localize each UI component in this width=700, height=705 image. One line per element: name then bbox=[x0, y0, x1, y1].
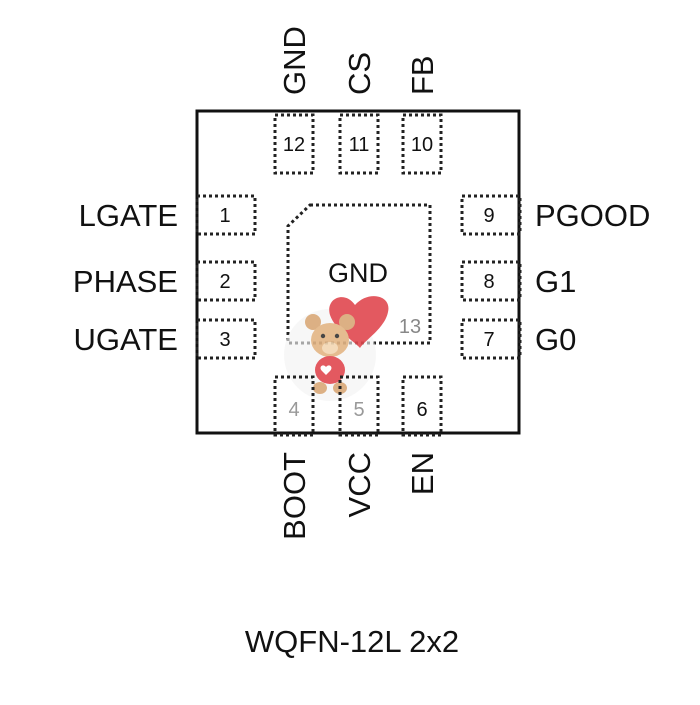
pin-number-10: 10 bbox=[411, 134, 433, 156]
pin-label-fb-top: FB bbox=[405, 55, 440, 95]
pin-label-gnd-top: GND bbox=[277, 26, 312, 95]
pin-number-9: 9 bbox=[483, 205, 494, 227]
pin-label-vcc-bottom: VCC bbox=[342, 452, 377, 517]
exposed-pad bbox=[286, 203, 432, 345]
pin-number-12: 12 bbox=[283, 134, 305, 156]
pin-number-6: 6 bbox=[416, 399, 427, 421]
heart-icon bbox=[329, 296, 389, 348]
pin-number-3: 3 bbox=[219, 329, 230, 351]
pin-pad-5 bbox=[338, 375, 380, 437]
exposed-pad-label: GND bbox=[328, 258, 388, 288]
pin-label-lgate: LGATE bbox=[79, 198, 178, 233]
pin-number-11: 11 bbox=[349, 134, 370, 156]
pin-label-en-bottom: EN bbox=[405, 452, 440, 495]
pins-layer: 1 LGATE 2 PHASE 3 UGATE 9 PGOOD 8 G1 7 G0 10 FB 11 CS 12… bbox=[73, 26, 651, 540]
pin-number-5: 5 bbox=[353, 399, 364, 421]
pin-label-g1: G1 bbox=[535, 264, 576, 299]
package-name: WQFN-12L 2x2 bbox=[245, 624, 459, 659]
pin-number-2: 2 bbox=[219, 271, 230, 293]
pin-label-boot-bottom: BOOT bbox=[277, 452, 312, 540]
pin-number-1: 1 bbox=[219, 205, 230, 227]
pin-label-g0: G0 bbox=[535, 322, 576, 357]
pin-pad-4 bbox=[273, 375, 315, 437]
exposed-pad-number: 13 bbox=[399, 316, 421, 338]
pin-number-4: 4 bbox=[288, 399, 299, 421]
pin-pad-12 bbox=[273, 113, 315, 175]
pin-label-pgood: PGOOD bbox=[535, 198, 650, 233]
pin-pad-11 bbox=[338, 113, 380, 175]
pin-number-7: 7 bbox=[483, 329, 494, 351]
pin-label-ugate: UGATE bbox=[74, 322, 179, 357]
pin-pad-6 bbox=[401, 375, 443, 437]
pin-label-phase: PHASE bbox=[73, 264, 178, 299]
pin-pad-10 bbox=[401, 113, 443, 175]
pin-number-8: 8 bbox=[483, 271, 494, 293]
pin-label-cs-top: CS bbox=[342, 52, 377, 95]
